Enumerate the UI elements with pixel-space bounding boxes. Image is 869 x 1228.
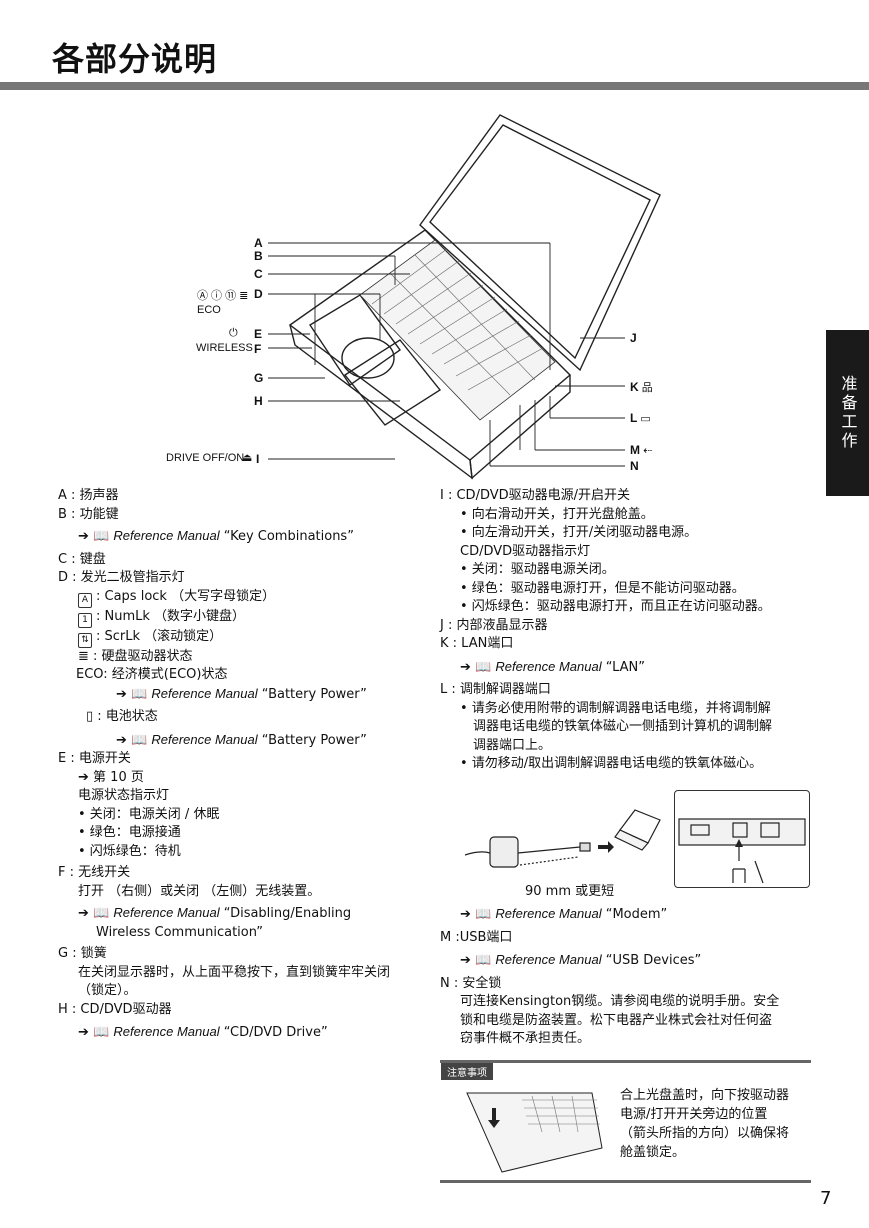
callout-i: I <box>256 452 260 466</box>
item-f-desc: 打开 （右侧）或关闭 （左侧）无线装置。 <box>78 883 321 899</box>
section-tab-label: 准备工作 <box>838 375 858 451</box>
ref-usb: ➔ 📖 Reference Manual “USB Devices” <box>460 952 702 968</box>
battery-icon: ▯ <box>86 709 98 724</box>
modem-cable-illustration <box>464 809 661 868</box>
ref-battery-power-2: ➔ 📖 Reference Manual “Battery Power” <box>116 731 367 748</box>
led-icons: Ⓐ ⓘ ⑪ ≣ <box>197 290 249 302</box>
item-i-b4: • 绿色：驱动器电源打开，但是不能访问驱动器。 <box>460 580 745 596</box>
drive-label: DRIVE OFF/ON <box>166 452 245 464</box>
lan-icon: 品 <box>641 382 653 394</box>
eco-label: ECO <box>197 304 221 316</box>
power-led-title: 电源状态指示灯 <box>78 788 170 803</box>
item-k: K : LAN端口 <box>440 636 514 651</box>
note-text: 合上光盘盖时，向下按驱动器 电源/打开开关旁边的位置 （箭头所指的方向）以确保将… <box>620 1088 790 1160</box>
item-l-b1: • 请务必使用附带的调制解调器电话电缆，并将调制解 <box>460 700 771 716</box>
item-l-b2: • 请勿移动/取出调制解调器电话电缆的铁氧体磁心。 <box>460 756 763 771</box>
usb-icon: ⇠ <box>643 445 653 457</box>
item-i-b2: • 向左滑动开关，打开/关闭驱动器电源。 <box>460 525 698 540</box>
callout-l: L ▭ <box>630 411 651 425</box>
item-i: I : CD/DVD驱动器电源/开启开关 <box>440 488 631 503</box>
note-tag: 注意事项 <box>441 1063 493 1080</box>
item-i-b1: • 向右滑动开关，打开光盘舱盖。 <box>460 506 654 522</box>
item-d: D : 发光二极管指示灯 <box>58 570 185 585</box>
led-battery: ▯ : 电池状态 <box>86 709 158 724</box>
callout-g: G <box>254 371 264 385</box>
item-h: H : CD/DVD驱动器 <box>58 1001 172 1017</box>
ref-wireless: ➔ 📖 Reference Manual “Disabling/Enabling <box>78 905 352 921</box>
eject-icon: ⏏ <box>242 452 253 464</box>
item-n-d3: 窃事件概不承担责任。 <box>460 1031 591 1046</box>
right-column-lower: ➔ 📖 Reference Manual “Modem” M :USB端口 ➔ … <box>440 905 779 1049</box>
item-f: F : 无线开关 <box>58 865 131 880</box>
callout-n: N <box>630 459 639 473</box>
callout-k: K 品 <box>630 380 653 394</box>
callout-c: C <box>254 267 263 281</box>
item-c: C : 键盘 <box>58 551 106 567</box>
item-n-d1: 可连接Kensington钢缆。请参阅电缆的说明手册。安全 <box>460 994 780 1009</box>
ref-page-10: ➔ 第 10 页 <box>78 769 144 785</box>
power-led-green: • 绿色：电源接通 <box>78 825 181 840</box>
item-g: G : 锁簧 <box>58 946 107 961</box>
cable-length: 90 mm 或更短 <box>525 884 615 899</box>
page-title: 各部分说明 <box>52 40 218 78</box>
page-number: 7 <box>820 1188 832 1209</box>
item-i-b5: • 闪烁绿色：驱动器电源打开，而且正在访问驱动器。 <box>460 599 771 614</box>
item-g-desc-2: （锁定）。 <box>78 983 137 998</box>
ref-lan: ➔ 📖 Reference Manual “LAN” <box>460 658 645 675</box>
led-hdd: ≣ : 硬盘驱动器状态 <box>78 648 193 664</box>
right-column: I : CD/DVD驱动器电源/开启开关 • 向右滑动开关，打开光盘舱盖。 • … <box>440 487 772 774</box>
hdd-icon: ≣ <box>78 648 94 664</box>
ref-cd-dvd-drive: ➔ 📖 Reference Manual “CD/DVD Drive” <box>78 1024 328 1040</box>
led-caps: A: Caps lock （大写字母锁定） <box>58 588 390 608</box>
power-icon: ⏻ <box>229 327 238 339</box>
item-l: L : 调制解调器端口 <box>440 682 551 697</box>
led-scrlk: ⇅: ScrLk （滚动锁定） <box>58 628 390 648</box>
ref-battery-power-1: ➔ 📖 Reference Manual “Battery Power” <box>116 685 367 702</box>
numlock-icon: 1 <box>78 612 92 628</box>
wireless-label: WIRELESS <box>196 342 253 354</box>
callout-j: J <box>630 331 637 345</box>
callout-m: M ⇠ <box>630 443 653 457</box>
note-bottom-rule <box>440 1180 811 1183</box>
press-arrow-icon <box>488 1108 500 1128</box>
callout-d: D <box>254 287 263 301</box>
item-m: M :USB端口 <box>440 929 513 945</box>
callout-b: B <box>254 249 263 263</box>
item-n: N : 安全锁 <box>440 975 502 991</box>
led-numlock: 1: NumLk （数字小键盘） <box>58 608 390 628</box>
item-b: B : 功能键 <box>58 506 119 522</box>
ref-wireless-2: Wireless Communication” <box>96 924 264 940</box>
item-g-desc-1: 在关闭显示器时，从上面平稳按下，直到锁簧牢牢关闭 <box>78 964 391 980</box>
callout-f: F <box>254 342 262 356</box>
modem-port-detail <box>674 790 810 888</box>
note-top-rule <box>440 1060 811 1063</box>
power-led-blink: • 闪烁绿色：待机 <box>78 843 181 859</box>
callout-h: H <box>254 394 263 408</box>
callout-a: A <box>254 236 263 250</box>
caps-lock-icon: A <box>78 592 92 608</box>
power-led-off: • 关闭：电源关闭 / 休眠 <box>78 806 220 822</box>
item-i-b3: • 关闭：驱动器电源关闭。 <box>460 562 615 577</box>
ref-modem: ➔ 📖 Reference Manual “Modem” <box>460 906 668 922</box>
callout-e: E <box>254 327 263 341</box>
ref-key-combinations: ➔ 📖 Reference Manual “Key Combinations” <box>78 528 354 544</box>
left-column: A : 扬声器 B : 功能键 ➔ 📖 Reference Manual “Ke… <box>58 487 390 1043</box>
item-i-led: CD/DVD驱动器指示灯 <box>460 543 591 559</box>
scroll-lock-icon: ⇅ <box>78 632 92 648</box>
item-a: A : 扬声器 <box>58 488 119 503</box>
note-illustration <box>466 1092 603 1173</box>
item-l-b1c: 调器端口上。 <box>473 737 552 753</box>
section-tab: 准备工作 <box>826 330 869 496</box>
item-j: J : 内部液晶显示器 <box>440 617 548 633</box>
modem-icon: ▭ <box>640 413 651 425</box>
arrow-icon <box>598 841 614 853</box>
item-l-b1b: 调器电话电缆的铁氧体磁心一侧插到计算机的调制解 <box>473 719 773 734</box>
item-e: E : 电源开关 <box>58 751 131 766</box>
led-eco: ECO: 经济模式(ECO)状态 <box>76 667 228 682</box>
title-rule <box>0 82 869 90</box>
laptop-illustration <box>268 114 661 480</box>
item-n-d2: 锁和电缆是防盗装置。松下电器产业株式会社对任何盗 <box>460 1012 773 1028</box>
